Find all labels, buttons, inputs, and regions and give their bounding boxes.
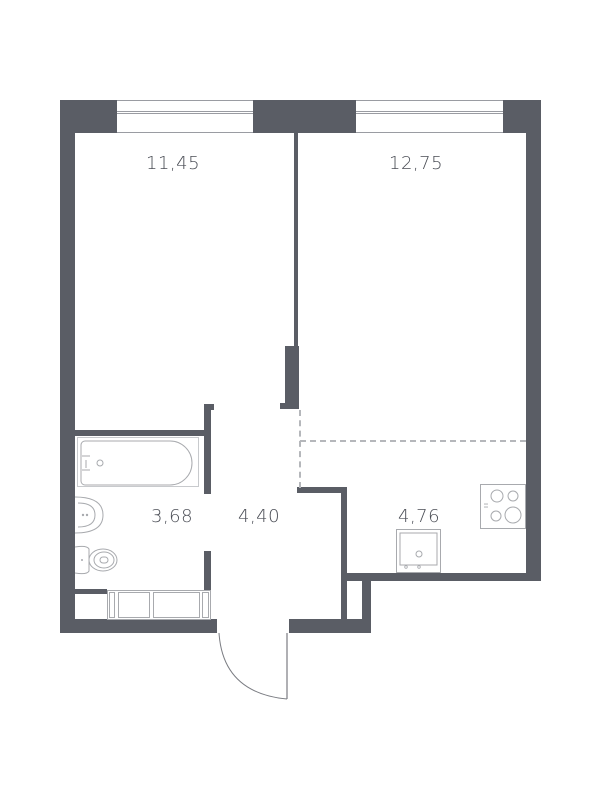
wall-partition-center-thick <box>285 346 299 406</box>
wall-bottom-left <box>60 619 217 633</box>
wall-bathroom-top <box>75 430 210 436</box>
wall-top-middle <box>253 100 356 133</box>
wall-bathroom-inner <box>75 589 107 594</box>
storage-unit-section-2 <box>118 592 150 618</box>
window-bedroom <box>117 100 253 133</box>
wall-kitchen-bottom <box>347 573 541 581</box>
wall-left <box>60 100 75 632</box>
entrance-door-icon <box>218 632 288 700</box>
toilet-icon <box>74 545 118 575</box>
room-area-bathroom: 3,68 <box>151 506 194 527</box>
room-area-living-room: 12,75 <box>389 153 444 174</box>
wall-shaft-top <box>347 573 371 579</box>
wall-partition-center-stub <box>280 403 299 409</box>
storage-unit-section-1 <box>109 592 115 618</box>
window-bedroom-sill-2 <box>117 113 253 114</box>
cooktop-burners-icon <box>484 489 522 524</box>
kitchen-zone-line-vertical <box>299 410 301 488</box>
window-bedroom-sill <box>117 111 253 112</box>
wall-kitchen-hall-top <box>297 487 347 493</box>
wall-bathroom-right-lower <box>204 551 211 594</box>
room-area-bedroom: 11,45 <box>146 153 201 174</box>
window-living <box>356 100 503 133</box>
wall-bottom-right-of-door <box>289 619 371 633</box>
wall-partition-center <box>294 130 298 348</box>
kitchen-sink-icon <box>399 532 438 569</box>
kitchen-zone-line <box>300 440 526 442</box>
wall-kitchen-hall-side <box>341 487 347 633</box>
wall-bathroom-right-stub <box>204 404 214 410</box>
bathtub-icon <box>80 440 193 486</box>
window-living-sill <box>356 111 503 112</box>
room-area-hallway: 4,40 <box>238 506 281 527</box>
room-area-kitchen: 4,76 <box>398 506 441 527</box>
storage-unit-section-3 <box>153 592 200 618</box>
storage-unit-section-4 <box>202 592 209 618</box>
wall-shaft <box>362 573 371 633</box>
wall-right <box>526 100 541 578</box>
wall-bathroom-right-upper <box>204 404 211 494</box>
sink-icon <box>74 496 104 534</box>
window-living-sill-2 <box>356 113 503 114</box>
